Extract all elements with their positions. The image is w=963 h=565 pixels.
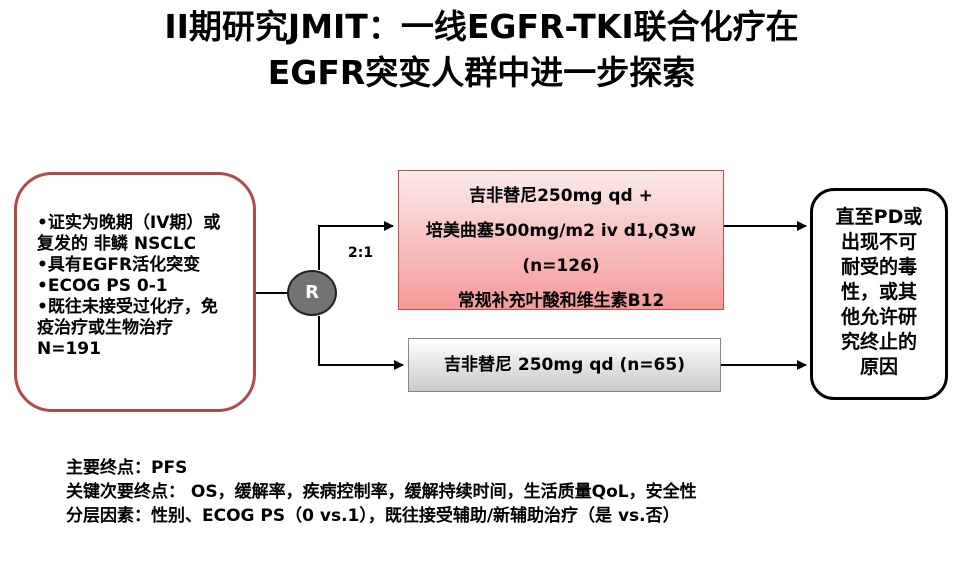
arrow-to-combination-arm bbox=[318, 221, 394, 270]
randomization-ratio: 2:1 bbox=[348, 245, 374, 261]
outcome-line: 出现不可 bbox=[840, 231, 917, 253]
criteria-line: 复发的 非鳞 NSCLC bbox=[37, 234, 197, 254]
criteria-line: •既往未接受过化疗，免 bbox=[37, 297, 218, 317]
arm-line: 吉非替尼250mg qd + bbox=[469, 186, 653, 206]
criteria-sample-size: N=191 bbox=[37, 339, 101, 359]
criteria-line: •具有EGFR活化突变 bbox=[37, 255, 201, 275]
outcome-line: 原因 bbox=[859, 356, 898, 378]
outcome-line: 性，或其 bbox=[840, 281, 917, 303]
eligibility-criteria-box: •证实为晚期（IV期）或 复发的 非鳞 NSCLC •具有EGFR活化突变 •E… bbox=[14, 172, 256, 412]
arrow-to-monotherapy-arm bbox=[318, 316, 404, 370]
arm-line: 常规补充叶酸和维生素B12 bbox=[457, 291, 665, 311]
outcome-line: 耐受的毒 bbox=[840, 256, 917, 278]
arm-line: (n=126) bbox=[522, 256, 600, 276]
outcome-line: 他允许研 bbox=[840, 306, 917, 328]
combination-arm-box: 吉非替尼250mg qd + 培美曲塞500mg/m2 iv d1,Q3w (n… bbox=[398, 170, 724, 311]
outcome-line: 直至PD或 bbox=[835, 206, 923, 228]
stratification-factors: 分层因素：性别、ECOG PS（0 vs.1），既往接受辅助/新辅助治疗（是 v… bbox=[66, 506, 680, 526]
secondary-endpoints: 关键次要终点： OS，缓解率，疾病控制率，缓解持续时间，生活质量QoL，安全性 bbox=[66, 482, 697, 502]
endpoints-section: 主要终点：PFS 关键次要终点： OS，缓解率，疾病控制率，缓解持续时间，生活质… bbox=[66, 456, 697, 528]
monotherapy-arm-box: 吉非替尼 250mg qd (n=65) bbox=[408, 338, 721, 392]
primary-endpoint: 主要终点：PFS bbox=[66, 458, 188, 478]
criteria-line: •ECOG PS 0-1 bbox=[37, 276, 168, 296]
page-title-line-2: EGFR突变人群中进一步探索 bbox=[267, 53, 696, 92]
page-title-line-1: II期研究JMIT：一线EGFR-TKI联合化疗在 bbox=[164, 7, 799, 46]
criteria-line: •证实为晚期（IV期）或 bbox=[37, 213, 221, 233]
treatment-duration-box: 直至PD或 出现不可 耐受的毒 性，或其 他允许研 究终止的 原因 bbox=[810, 188, 948, 400]
outcome-line: 究终止的 bbox=[840, 331, 917, 353]
arm-line: 培美曲塞500mg/m2 iv d1,Q3w bbox=[425, 221, 697, 241]
randomization-node: R bbox=[287, 270, 337, 316]
criteria-line: 疫治疗或生物治疗 bbox=[37, 318, 173, 338]
